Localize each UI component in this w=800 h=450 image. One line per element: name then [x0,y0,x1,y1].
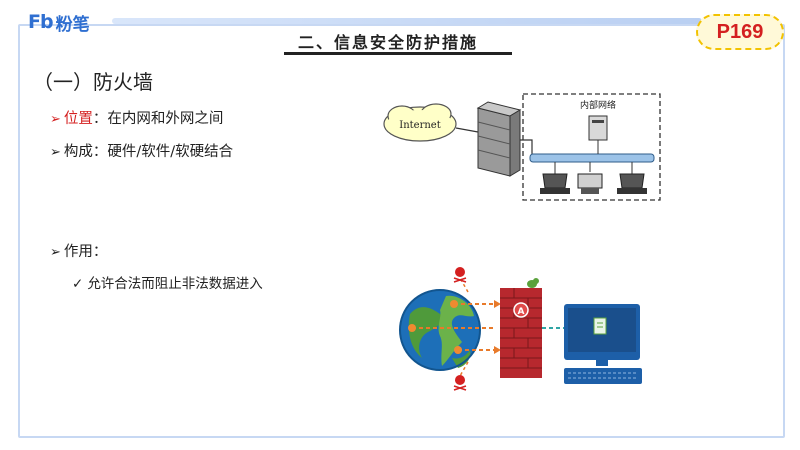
page-number-badge: P169 [696,14,784,50]
bird-icon [527,278,539,288]
server-icon [588,115,608,154]
keyboard-icon [564,368,642,384]
skull-icon [453,267,467,283]
slide-frame [18,24,785,438]
firewall-icon [476,101,522,177]
arrow-bullet-icon: ➢ [50,112,61,127]
arrow-bullet-icon: ➢ [50,145,61,160]
printer-icon [577,162,603,194]
brand-name: 粉笔 [55,14,90,35]
function-detail: ✓允许合法而阻止非法数据进入 [72,272,263,292]
lan-label: 内部网络 [580,99,616,111]
workstation-icon [617,162,647,194]
bullet-function: ➢作用： [50,240,107,261]
threat-arrows [408,277,501,377]
brand-mark: Fb [28,11,54,33]
location-label: 位置 [63,111,93,127]
function-detail-text: 允许合法而阻止非法数据进入 [87,276,263,292]
function-text: 作用： [63,244,108,260]
bullet-composition: ➢构成：硬件/软件/软硬结合 [50,140,233,161]
skull-icon [453,375,467,391]
brand-logo: Fb 粉笔 [28,10,90,35]
check-icon: ✓ [72,276,84,292]
svg-text:A: A [518,307,525,317]
brick-wall-icon: A [500,288,542,378]
page-number: P169 [716,20,764,43]
title-underline [284,52,512,55]
firewall-illustration: A [399,267,642,391]
monitor-icon [564,304,640,366]
composition-text: 构成：硬件/软件/软硬结合 [63,144,234,160]
workstation-icon [540,162,570,194]
location-text: ：在内网和外网之间 [92,111,224,127]
page-heading: （一）防火墙 [33,70,153,94]
section-title: 二、信息安全防护措施 [298,33,479,52]
internet-cloud-icon: Internet [383,103,457,142]
header-bar [112,18,702,24]
bullet-location: ➢位置：在内网和外网之间 [50,107,223,128]
network-diagram: Internet 内部网络 [383,93,661,201]
arrow-bullet-icon: ➢ [50,245,61,260]
internet-label: Internet [399,120,440,131]
